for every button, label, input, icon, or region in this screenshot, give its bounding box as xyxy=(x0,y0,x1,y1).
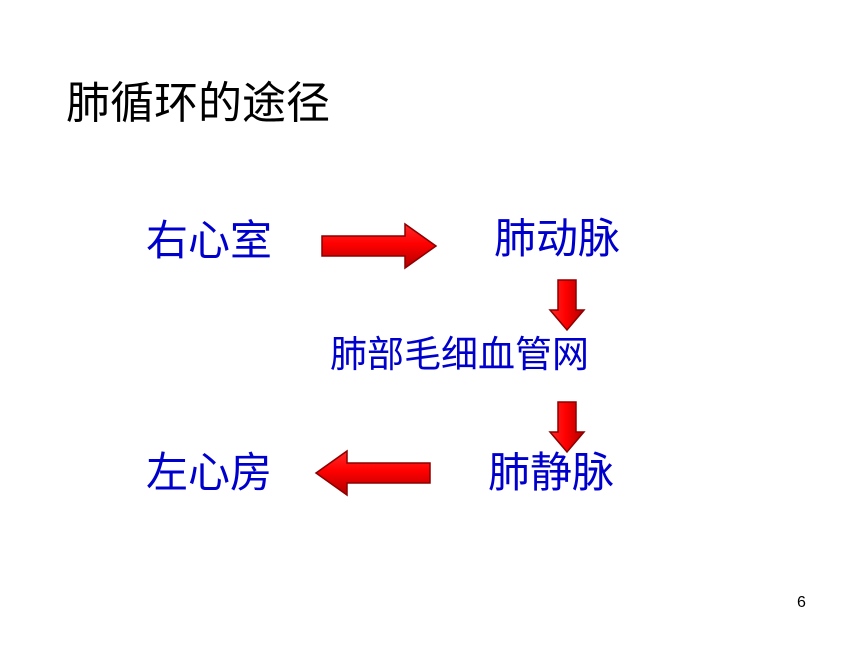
node-left-atrium: 左心房 xyxy=(146,448,273,497)
arrow-pulmonary-vein-to-left-atrium xyxy=(314,449,431,497)
node-pulmonary-capillaries: 肺部毛细血管网 xyxy=(330,333,589,376)
node-pulmonary-vein: 肺静脉 xyxy=(488,448,615,497)
arrow-capillaries-to-pulmonary-vein xyxy=(548,401,586,454)
node-right-ventricle: 右心室 xyxy=(146,216,273,265)
page-number: 6 xyxy=(797,594,806,611)
slide-title: 肺循环的途径 xyxy=(66,78,330,129)
arrow-pulmonary-artery-to-capillaries xyxy=(548,279,586,332)
arrow-right-ventricle-to-pulmonary-artery xyxy=(321,222,438,270)
node-pulmonary-artery: 肺动脉 xyxy=(494,214,621,263)
